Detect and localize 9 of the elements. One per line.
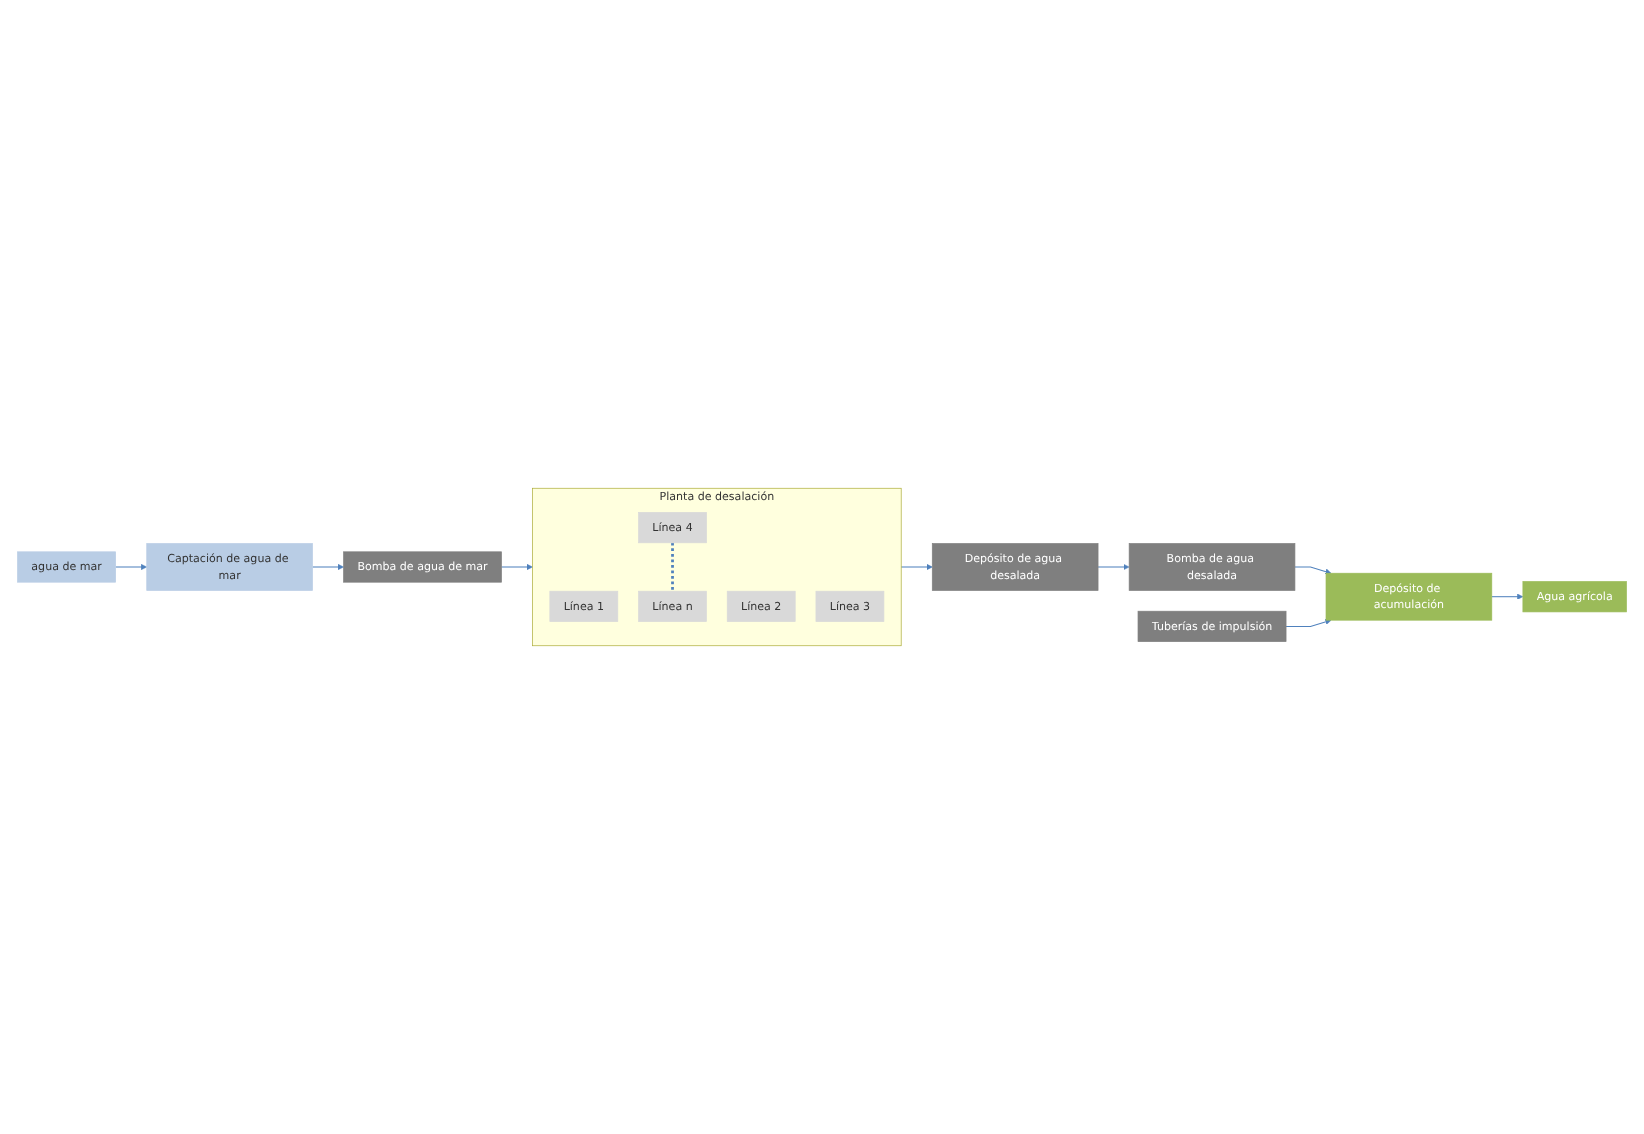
arrow xyxy=(500,563,533,571)
arrow xyxy=(1097,563,1130,571)
arrow xyxy=(1491,593,1524,600)
arrow xyxy=(1285,618,1332,627)
connector xyxy=(671,542,674,592)
arrow xyxy=(312,563,344,571)
arrow xyxy=(115,563,147,571)
arrow xyxy=(1294,566,1332,575)
arrow xyxy=(900,563,933,571)
